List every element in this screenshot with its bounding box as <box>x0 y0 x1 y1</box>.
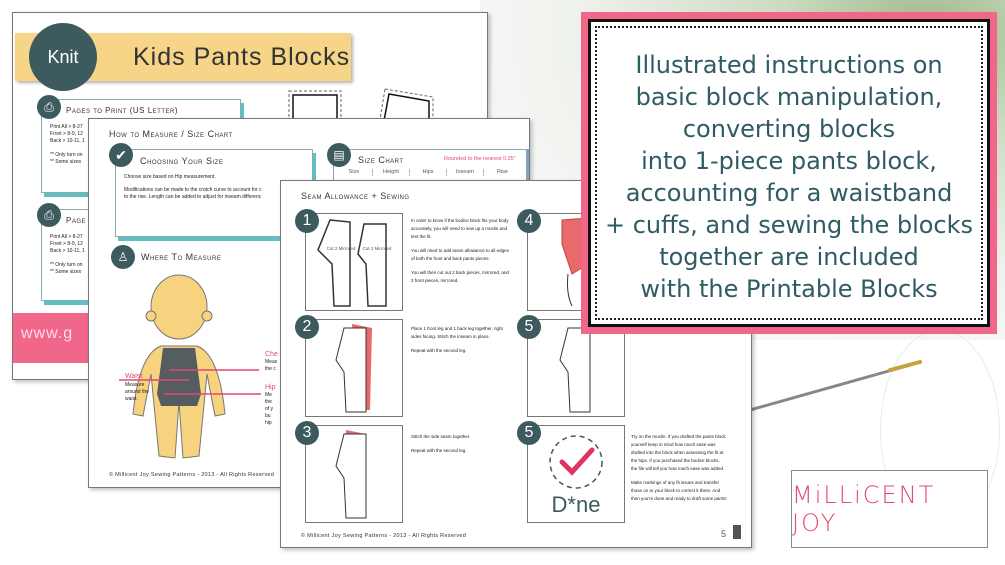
piece-label: Cut 2 Mirrored <box>362 246 392 251</box>
box-title: Size Chart <box>358 155 404 165</box>
checkmark-icon <box>549 435 603 489</box>
size-chart-note: Rounded to the nearest 0.25" <box>444 156 516 162</box>
step-1-panel: Cut 2 Mirrored Cut 2 Mirrored <box>305 213 403 311</box>
printer-icon: ⎙ <box>37 95 61 119</box>
box-title: Choosing Your Size <box>140 156 224 166</box>
callout-line: into 1-piece pants block, <box>641 147 937 175</box>
print-line: Print All > 8-27 <box>50 234 83 240</box>
hip-desc: Me <box>265 392 272 398</box>
spool-icon <box>733 525 741 539</box>
print-line: Front > 8-9, 12 <box>50 131 83 137</box>
chest-desc: the c <box>265 366 276 372</box>
box-title: Page <box>66 216 87 225</box>
website-link: www.g <box>21 325 74 342</box>
needle-image <box>749 360 922 412</box>
page-heading: Seam Allowance + Sewing <box>301 191 410 201</box>
callout-text: Illustrated instructions on basic block … <box>591 22 987 324</box>
waist-desc: around the <box>125 389 149 395</box>
pants-leg-illustration <box>335 324 372 413</box>
step-number: 1 <box>295 209 319 233</box>
pants-leg-illustration <box>335 430 367 519</box>
child-figure <box>119 274 261 459</box>
choosing-text: Modifications can be made to the crotch … <box>124 187 262 193</box>
step-3-panel <box>305 425 403 523</box>
column-header: Rise <box>496 169 508 175</box>
print-line: Print All > 8-27 <box>50 124 83 130</box>
print-note: ** Some sizes <box>50 159 82 165</box>
column-header: Inseam <box>447 169 484 176</box>
choosing-text: to the rise. Length can be added to adju… <box>124 194 262 200</box>
description-callout: Illustrated instructions on basic block … <box>581 12 997 334</box>
print-note: ** Only turn on <box>50 262 83 268</box>
step-text: Try on the muslin. If you drafted the pa… <box>631 434 726 471</box>
step-text: Make markings of any fit issues and tran… <box>631 480 727 501</box>
page-heading: How to Measure / Size Chart <box>109 129 233 139</box>
step-2-panel <box>305 319 403 417</box>
print-line: Back > 10-11, 1 <box>50 248 85 254</box>
step-5-panel <box>527 319 625 417</box>
step-text: Repeat with the second leg. <box>411 448 467 453</box>
brand-logo: MiLLiCENT JOY <box>791 470 988 548</box>
step-number: 4 <box>517 209 541 233</box>
waist-label: Waist <box>125 373 143 380</box>
step-number: 5 <box>517 315 541 339</box>
step-text: In order to know if the bodice block fit… <box>411 218 509 239</box>
chest-label: Che <box>265 351 278 358</box>
print-line: Back > 10-11, 1 <box>50 138 85 144</box>
step-number: 2 <box>295 315 319 339</box>
callout-line: accounting for a waistband <box>625 179 953 207</box>
hip-desc: hip <box>265 420 272 426</box>
callout-line: Illustrated instructions on <box>635 51 943 79</box>
page-title: Kids Pants Blocks <box>133 43 351 71</box>
knit-badge: Knit <box>29 23 97 91</box>
checkmark-icon: ✔ <box>109 143 133 167</box>
step-text: Repeat with the second leg. <box>411 348 467 353</box>
hip-desc: of y <box>265 406 274 412</box>
step-text: You will need to add seam allowance to a… <box>411 248 509 261</box>
hip-label: Hip <box>265 384 276 391</box>
section-title: Where To Measure <box>141 252 222 262</box>
printer-icon: ⎙ <box>37 203 61 227</box>
column-header: Height <box>373 169 410 176</box>
step-number: 3 <box>295 421 319 445</box>
waist-desc: Measure <box>125 382 145 388</box>
step-text: Place 1 front leg and 1 back leg togethe… <box>411 326 503 339</box>
choosing-text: Choose size based on Hip measurement. <box>124 174 216 180</box>
print-note: ** Only turn on <box>50 152 83 158</box>
callout-line: with the Printable Blocks <box>640 275 938 303</box>
chest-desc: Meas <box>265 359 278 365</box>
callout-line: converting blocks <box>682 115 896 143</box>
print-note: ** Some sizes <box>50 269 82 275</box>
print-line: Front > 8-9, 12 <box>50 241 83 247</box>
step-text: Stitch the side seam together. <box>411 434 471 439</box>
box-title: Pages to Print (US Letter) <box>66 106 179 115</box>
chart-icon: ▤ <box>327 143 351 167</box>
copyright-footer: © Millicent Joy Sewing Patterns - 2013 -… <box>109 472 275 478</box>
dress-form-icon: ♙ <box>111 245 135 269</box>
step-number: 5 <box>517 421 541 445</box>
done-label: D*ne <box>551 492 601 517</box>
step-done-panel: D*ne <box>527 425 625 523</box>
hip-desc: bu <box>265 413 271 419</box>
pants-leg-illustration <box>559 327 591 413</box>
waist-desc: waist. <box>125 396 138 402</box>
copyright-footer: © Millicent Joy Sewing Patterns - 2013 -… <box>301 533 467 539</box>
callout-line: together are included <box>659 243 919 271</box>
page-number: 5 <box>721 529 727 539</box>
hip-desc: the <box>265 399 272 405</box>
pants-pieces-illustration <box>317 219 387 307</box>
callout-line: basic block manipulation, <box>635 83 943 111</box>
column-header: Size <box>336 169 373 176</box>
column-header: Hips <box>410 169 447 176</box>
callout-line: + cuffs, and sewing the blocks <box>604 211 974 239</box>
piece-label: Cut 2 Mirrored <box>326 246 356 251</box>
step-text: You will then cut out 2 back pieces, mir… <box>411 270 509 283</box>
